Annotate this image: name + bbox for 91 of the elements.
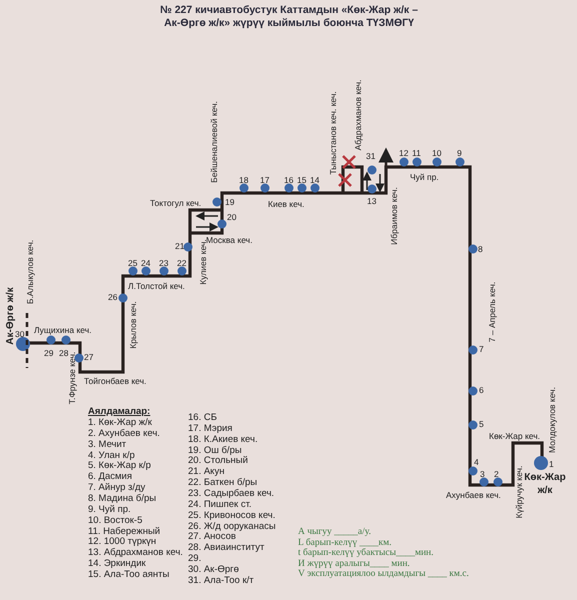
stop-number: 1 bbox=[549, 460, 554, 468]
stop-number: 17 bbox=[260, 176, 270, 184]
stop-number: 7 bbox=[479, 345, 484, 354]
stop-list-item: 14. Эркиндик bbox=[88, 559, 146, 569]
stop-number: 3 bbox=[480, 470, 485, 478]
street-name: Токтогул кеч. bbox=[150, 199, 202, 208]
stop-number: 12 bbox=[399, 149, 408, 158]
stop-list-item: 31. Ала-Тоо к/т bbox=[188, 576, 254, 586]
form-line: L барып-келүү ____км. bbox=[298, 538, 392, 548]
stop-list-item: 23. Садырбаев кеч. bbox=[188, 488, 274, 498]
stop-list-item: 10. Восток-5 bbox=[88, 516, 142, 526]
stop-number: 23 bbox=[159, 259, 168, 268]
list-heading: Аялдамалар: bbox=[88, 407, 150, 416]
stop-number: 21 bbox=[175, 242, 184, 250]
street-name: Ахунбаев кеч. bbox=[446, 491, 501, 500]
stop-number: 4 bbox=[474, 458, 479, 466]
stop-list-item: 5. Көк-Жар к/р bbox=[88, 461, 151, 471]
stop-number: 18 bbox=[239, 176, 248, 184]
stop-number: 29 bbox=[44, 349, 54, 358]
stop-number: 31 bbox=[366, 152, 376, 160]
stop-list-item: 20. Стольный bbox=[188, 456, 248, 466]
stop-number: 14 bbox=[310, 176, 320, 184]
street-name: Көк-Жар кеч. bbox=[489, 432, 540, 440]
terminal-name: Көк-Жар ж/к bbox=[524, 472, 567, 497]
stop-list-item: 27. Аносов bbox=[188, 532, 236, 542]
street-name: Абдрахманов кеч. bbox=[354, 80, 362, 150]
stop-list-item: 18. К.Акиев кеч. bbox=[188, 434, 258, 444]
stop-number: 24 bbox=[141, 259, 150, 268]
street-name: Тойгонбаев кеч. bbox=[84, 377, 146, 386]
stop-list-item: 26. Ж/д ооруканасы bbox=[188, 522, 276, 531]
stop-number: 16 bbox=[284, 176, 294, 184]
title: № 227 кичиавтобустук Каттамдын «Көк-Жар ж/к – Ак-Өргө ж/к» жүрүү кыймылы боюнча ТҮЗМӨГҮ bbox=[160, 4, 418, 29]
stop-number: 19 bbox=[225, 198, 234, 206]
street-name: Москва кеч. bbox=[206, 236, 252, 244]
stop-list-item: 13. Абдрахманов кеч. bbox=[88, 548, 183, 558]
street-name: Крылов кеч. bbox=[128, 301, 138, 349]
street-name: Молдокулов кеч. bbox=[548, 387, 556, 453]
street-name: Чуй пр. bbox=[410, 173, 439, 182]
street-name: Кулиев кеч. bbox=[198, 239, 208, 285]
street-name: Ибраимов кеч. bbox=[390, 187, 398, 245]
stop-list-item: 30. Ак-Өргө bbox=[188, 564, 239, 574]
stop-number: 28 bbox=[59, 349, 68, 358]
stop-list-item: 15. Ала-Тоо аянты bbox=[88, 570, 170, 580]
street-name: Лущихина кеч. bbox=[34, 326, 92, 334]
stop-list-item: 21. Акун bbox=[188, 467, 224, 477]
street-name: Т.Фрунзе кеч. bbox=[68, 352, 76, 404]
stop-number: 13 bbox=[367, 197, 376, 206]
stop-number: 9 bbox=[457, 149, 462, 158]
stop-list-item: 2. Ахунбаев кеч. bbox=[88, 428, 160, 438]
stop-number: 15 bbox=[297, 176, 306, 184]
stop-list-item: 17. Мэрия bbox=[188, 424, 232, 434]
stop-number: 11 bbox=[412, 149, 421, 158]
stop-number: 22 bbox=[177, 259, 186, 268]
stop-number: 26 bbox=[108, 293, 118, 302]
stop-list-item: 7. Айнур з/ду bbox=[88, 483, 146, 493]
stop-number: 25 bbox=[128, 259, 138, 268]
stop-number: 8 bbox=[478, 245, 483, 254]
stop-list-item: 22. Баткен б/ры bbox=[188, 478, 258, 488]
street-name: Күйручук кеч. bbox=[514, 466, 524, 518]
stop-list-item: 8. Мадина б/ры bbox=[88, 494, 156, 504]
stop-list-item: 28. Авиаинститут bbox=[188, 543, 264, 553]
stop-number: 27 bbox=[84, 353, 94, 362]
stop-list-item: 29. bbox=[188, 554, 202, 564]
form-line: t барып-келүү убактысы____мин. bbox=[298, 549, 434, 559]
form-line: И жүрүү аралыгы____ мин. bbox=[298, 560, 410, 570]
stop-number: 20 bbox=[227, 213, 236, 222]
stop-number: 5 bbox=[479, 420, 484, 428]
stop-list-item: 25. Кривоносов кеч. bbox=[188, 510, 276, 520]
stop-number: 6 bbox=[479, 386, 484, 394]
stop-list-item: 6. Дасмия bbox=[88, 472, 132, 482]
stop-list-item: 24. Пишпек ст. bbox=[188, 500, 252, 510]
street-name: Б.Алыкулов кеч. bbox=[26, 240, 34, 304]
stop-list-item: 3. Мечит bbox=[88, 440, 126, 450]
stop-list-item: 11. Набережный bbox=[88, 526, 160, 536]
stop-list-item: 16. СБ bbox=[188, 413, 217, 422]
stop-list-item: 4. Улан к/р bbox=[88, 450, 135, 460]
stop-list-item: 12. 1000 түркүн bbox=[88, 537, 156, 547]
terminal-name: Ак-Өргө ж/к bbox=[6, 287, 16, 345]
stop-number: 2 bbox=[494, 470, 499, 478]
street-name: Л.Толстой кеч. bbox=[128, 282, 185, 290]
street-name: Бейшеналиевой кеч. bbox=[210, 101, 218, 183]
stop-list-item: 1. Көк-Жар ж/к bbox=[88, 418, 152, 428]
stop-list-item: 9. Чуй пр. bbox=[88, 504, 131, 514]
street-name: Тыныстанов кеч. кеч. bbox=[328, 91, 338, 175]
stop-number: 10 bbox=[432, 149, 442, 158]
form-line: V эксплуатациялоо ылдамдыгы ____ км.с. bbox=[298, 570, 469, 580]
form-line: А чыгуу _____а/у. bbox=[298, 528, 371, 538]
street-name: Киев кеч. bbox=[268, 200, 304, 208]
stop-number: 30 bbox=[15, 330, 24, 338]
stop-list-item: 19. Ош б/ры bbox=[188, 446, 242, 456]
street-name: 7 – Апрель кеч. bbox=[488, 282, 496, 342]
